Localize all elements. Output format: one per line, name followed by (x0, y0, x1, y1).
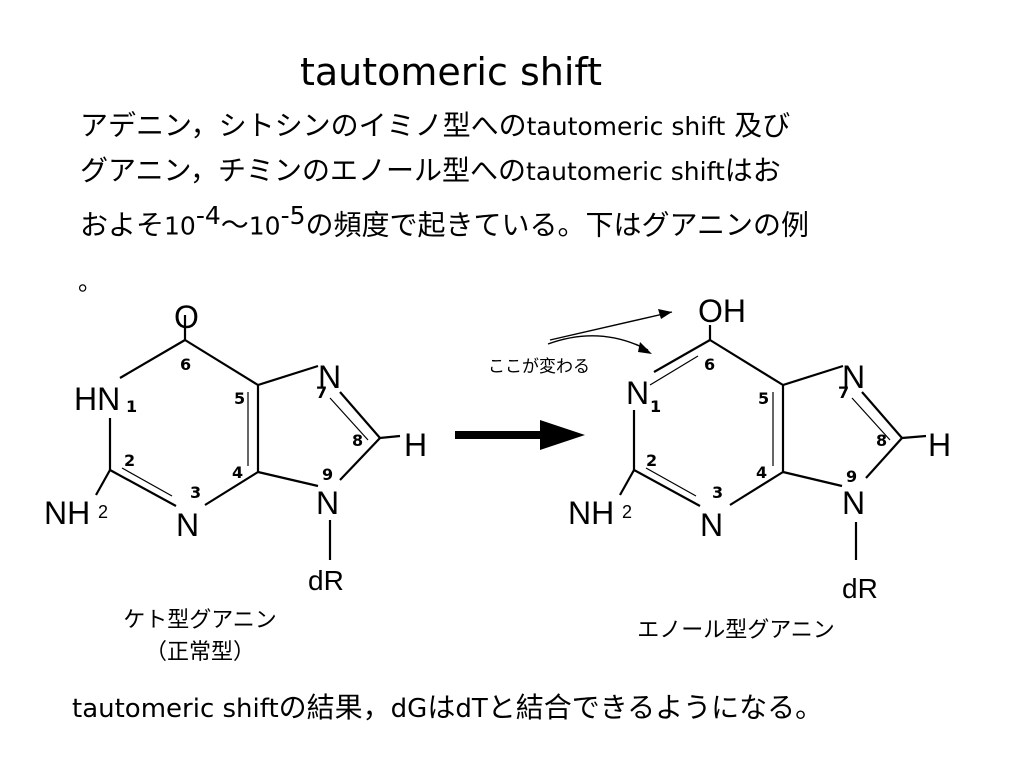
position-1: 1 (650, 397, 661, 416)
hn1-label: HN (74, 381, 120, 417)
n3-c2-double-bond (645, 467, 697, 497)
keto-guanine-position-numbers: 1 2 3 4 5 6 7 8 9 (124, 355, 363, 502)
c5-n7-bond (782, 364, 844, 387)
n7-c8-bond (339, 391, 381, 439)
reaction-arrow (455, 420, 585, 450)
position-8: 8 (876, 431, 887, 450)
position-8: 8 (352, 431, 363, 450)
deoxyribose-label: dR (842, 573, 878, 604)
position-7: 7 (838, 383, 849, 402)
description-line-3: およそ10-4～10-5の頻度で起きている。下はグアニンの例 (80, 201, 809, 242)
position-3: 3 (712, 483, 723, 502)
n3-c2-bond (633, 469, 701, 507)
n9-label: N (316, 485, 339, 521)
annotation-label: ここが変わる (488, 357, 590, 377)
n7-c8-double-bond (851, 397, 891, 441)
position-4: 4 (232, 463, 243, 482)
c6-c5-bond (184, 339, 259, 386)
hydroxyl-label: OH (698, 293, 746, 329)
c4-n9-bond (257, 470, 319, 488)
description-trailing-period: 。 (78, 268, 102, 296)
amino-label: NH (568, 495, 614, 531)
enol-form-caption: エノール型グアニン (637, 618, 835, 643)
keto-guanine-atoms: O HN N N N H NH 2 dR (44, 299, 427, 596)
position-9: 9 (846, 467, 857, 486)
n3-c2-double-bond (121, 467, 173, 497)
position-4: 4 (756, 463, 767, 482)
n9-label: N (842, 485, 865, 521)
n1-c6-double-bond (649, 355, 699, 386)
n7-c8-double-bond (329, 397, 369, 441)
annotation-arrows (547, 309, 673, 354)
deoxyribose-label: dR (308, 565, 344, 596)
description-line-1: アデニン，シトシンのイミノ型へのtautomeric shift 及び (80, 109, 791, 142)
position-9: 9 (322, 465, 333, 484)
n7-c8-bond (861, 391, 903, 439)
c8-n9-bond (339, 437, 381, 481)
amino-label: NH (44, 495, 90, 531)
amino-subscript: 2 (622, 502, 632, 522)
position-6: 6 (704, 355, 715, 374)
n3-label: N (700, 507, 723, 543)
position-6: 6 (180, 355, 191, 374)
c4-n3-bond (204, 471, 259, 506)
position-5: 5 (758, 389, 769, 408)
c2-nh2-bond (95, 469, 111, 496)
position-2: 2 (646, 451, 657, 470)
n3-label: N (176, 507, 199, 543)
arrow-to-n1 (547, 335, 649, 351)
c6-c5-bond (709, 339, 784, 386)
position-1: 1 (126, 397, 137, 416)
arrow-to-oh (549, 311, 673, 341)
n7-label: N (842, 359, 865, 395)
n1-c6-bond (653, 339, 711, 373)
c5-n7-bond (257, 364, 319, 387)
n1-label: N (626, 375, 649, 411)
keto-form-caption: ケト型グアニン （正常型） (123, 608, 277, 665)
c8-h-bond (379, 434, 401, 440)
c4-n3-bond (729, 471, 784, 506)
conclusion-text: tautomeric shiftの結果，dGはdTと結合できるようになる。 (72, 691, 824, 724)
n3-c2-bond (109, 469, 177, 507)
enol-guanine-bonds (619, 325, 927, 560)
n7-label: N (318, 359, 341, 395)
slide-title: tautomeric shift (300, 50, 603, 94)
description-paragraph: アデニン，シトシンのイミノ型へのtautomeric shift 及び グアニン… (80, 104, 980, 248)
position-3: 3 (190, 483, 201, 502)
position-7: 7 (316, 383, 327, 402)
n1-c6-bond (119, 339, 186, 379)
c8-h-bond (901, 434, 927, 440)
enol-guanine-atoms: OH N N N N H NH 2 dR (568, 293, 951, 604)
c4-n9-bond (782, 470, 843, 488)
h8-label: H (928, 427, 951, 463)
description-line-2: グアニン，チミンのエノール型へのtautomeric shiftはお (80, 154, 781, 187)
position-2: 2 (124, 451, 135, 470)
c8-n9-bond (865, 437, 903, 479)
enol-guanine-position-numbers: 1 2 3 4 5 6 7 8 9 (646, 355, 887, 502)
oxygen-label: O (174, 299, 199, 335)
h8-label: H (404, 427, 427, 463)
keto-guanine-bonds (95, 315, 401, 560)
amino-subscript: 2 (98, 502, 108, 522)
position-5: 5 (234, 389, 245, 408)
c2-nh2-bond (619, 469, 635, 496)
